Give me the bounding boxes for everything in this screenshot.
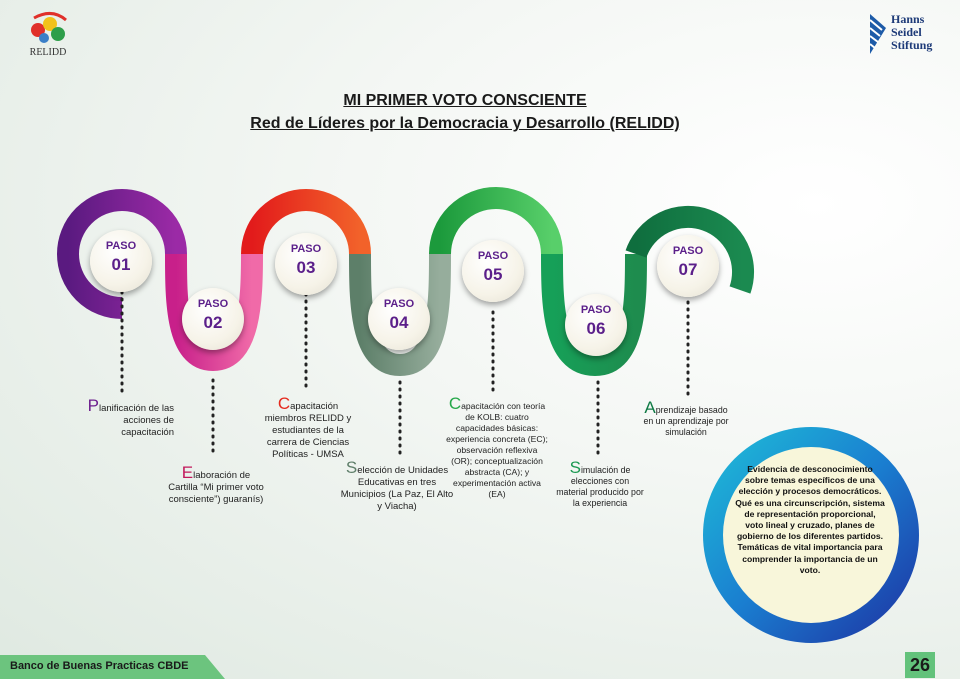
step-01-circle: PASO 01 [90, 230, 152, 292]
evidence-text: Evidencia de desconocimiento sobre temas… [735, 464, 885, 575]
step-04-description: Selección de Unidades Educativas en tres… [338, 459, 456, 513]
hanns-seidel-logo-icon [869, 14, 886, 54]
footer-label: Banco de Buenas Practicas CBDE [10, 660, 189, 672]
step-03-circle: PASO 03 [275, 233, 337, 295]
step-initial: A [644, 398, 656, 417]
relidd-logo-text: RELIDD [29, 47, 67, 58]
step-initial: C [277, 394, 291, 413]
step-text: laboración de Cartilla “Mi primer voto c… [168, 470, 264, 505]
step-label: PASO [477, 250, 509, 262]
step-06-circle: PASO 06 [565, 294, 627, 356]
step-label: PASO [383, 298, 415, 310]
step-number: 05 [483, 265, 503, 284]
page-title: MI PRIMER VOTO CONSCIENTE [343, 92, 587, 109]
partner-logo-line: Hanns [891, 12, 925, 26]
footer-band [0, 655, 225, 679]
step-text: elección de Unidades Educativas en tres … [340, 465, 454, 512]
step-01-description: Planificación de las acciones de capacit… [82, 397, 174, 439]
page-subtitle: Red de Líderes por la Democracia y Desar… [250, 115, 680, 132]
step-label: PASO [580, 304, 612, 316]
step-label: PASO [290, 243, 322, 255]
step-number: 07 [678, 260, 698, 279]
step-04-circle: PASO 04 [368, 288, 430, 350]
step-06-description: Simulación de elecciones con material pr… [556, 459, 644, 509]
flow-segment-05 [429, 187, 563, 255]
step-05-circle: PASO 05 [462, 240, 524, 302]
step-label: PASO [105, 240, 137, 252]
hanns-seidel-logo-text: Hanns Seidel Stiftung [891, 13, 932, 52]
step-text: imulación de elecciones con material pro… [556, 465, 644, 508]
step-07-description: Aprendizaje basado en un aprendizaje por… [640, 399, 732, 438]
step-number: 03 [296, 258, 316, 277]
step-initial: P [87, 396, 99, 415]
step-text: apacitación miembros RELIDD y estudiante… [264, 401, 352, 460]
step-02-circle: PASO 02 [182, 288, 244, 350]
evidence-inner [723, 447, 899, 623]
step-05-description: Capacitación con teoría de KOLB: cuatro … [446, 395, 548, 500]
step-text: apacitación con teoría de KOLB: cuatro c… [446, 401, 548, 499]
step-initial: E [181, 463, 194, 482]
step-initial: S [569, 458, 581, 477]
step-number: 06 [586, 319, 606, 338]
flow-segment-06 [541, 253, 647, 377]
step-text: prendizaje basado en un aprendizaje por … [643, 405, 729, 437]
flow-segment-04 [349, 253, 451, 377]
step-text: lanificación de las acciones de capacita… [99, 403, 174, 438]
page-number: 26 [905, 652, 935, 678]
step-label: PASO [197, 298, 229, 310]
step-07-circle: PASO 07 [657, 235, 719, 297]
step-label: PASO [672, 245, 704, 257]
step-03-description: Capacitación miembros RELIDD y estudiant… [260, 395, 356, 461]
step-initial: C [448, 394, 462, 413]
partner-logo-line: Stiftung [891, 38, 933, 52]
step-number: 04 [389, 313, 409, 332]
flow-segment-01 [57, 189, 187, 319]
relidd-logo [31, 12, 67, 43]
partner-logo-line: Seidel [891, 25, 922, 39]
flow-segment-03 [241, 189, 371, 255]
step-number: 02 [203, 313, 223, 332]
flow-segment-02 [165, 253, 263, 372]
flow-segment-07 [625, 205, 755, 294]
step-initial: S [345, 458, 358, 477]
step-number: 01 [111, 255, 131, 274]
step-02-description: Elaboración de Cartilla “Mi primer voto … [168, 464, 264, 506]
